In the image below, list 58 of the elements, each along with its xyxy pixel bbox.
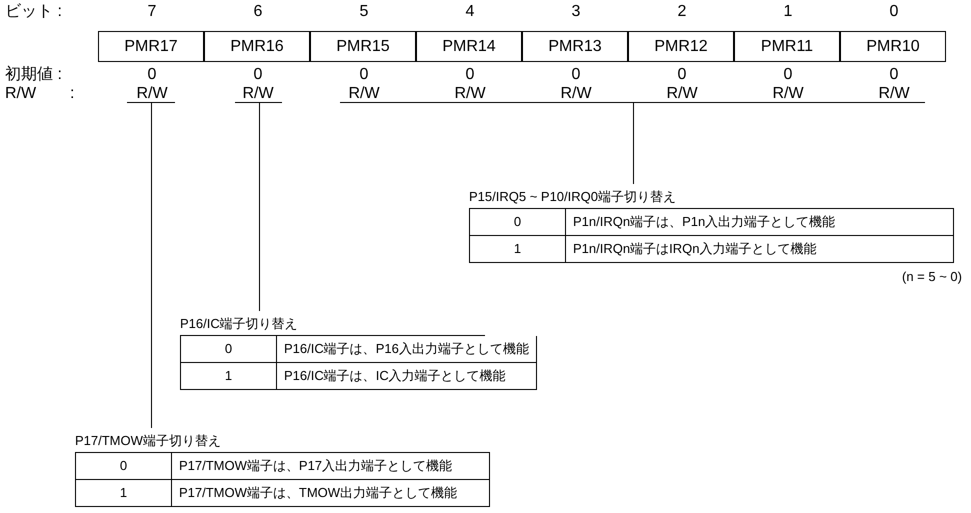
access-label: R/W (348, 85, 380, 103)
underline-bar (340, 102, 925, 103)
table-cell: 1 (76, 480, 172, 507)
access-label: R/W (878, 85, 910, 103)
bit-number: 0 (890, 3, 898, 21)
register-cell: PMR11 (734, 31, 840, 62)
row-label: 初期値 : (5, 66, 62, 84)
table-cell: P17/TMOW端子は、TMOW出力端子として機能 (172, 480, 490, 507)
table-cell: P1n/IRQn端子はIRQn入力端子として機能 (566, 236, 954, 263)
bit-number: 2 (678, 3, 686, 21)
bit-number: 7 (148, 3, 156, 21)
bit-number: 5 (360, 3, 368, 21)
row-label: : (70, 85, 74, 103)
bit-value: 0 (678, 66, 686, 84)
access-label: R/W (136, 85, 168, 103)
underline-bar (127, 102, 175, 103)
access-label: R/W (560, 85, 592, 103)
bit-value: 0 (254, 66, 262, 84)
bit-value: 0 (466, 66, 474, 84)
table-cell: 0 (76, 453, 172, 480)
register-cell: PMR14 (416, 31, 522, 62)
bit-value: 0 (360, 66, 368, 84)
bit-value: 0 (148, 66, 156, 84)
table-cell: P1n/IRQn端子は、P1n入出力端子として機能 (566, 209, 954, 236)
row-label: R/W (5, 85, 36, 103)
row-label: ビット : (5, 3, 62, 21)
table-cell: 0 (181, 336, 277, 363)
note: (n = 5 ~ 0) (902, 269, 962, 284)
access-label: R/W (454, 85, 486, 103)
leader-line (633, 102, 634, 184)
access-label: R/W (772, 85, 804, 103)
register-cell: PMR16 (204, 31, 310, 62)
underline-bar (235, 102, 282, 103)
table-cell: P17/TMOW端子は、P17入出力端子として機能 (172, 453, 490, 480)
bit-number: 3 (572, 3, 580, 21)
bit-value: 0 (784, 66, 792, 84)
access-label: R/W (242, 85, 274, 103)
table-cell: P16/IC端子は、P16入出力端子として機能 (277, 336, 537, 363)
table-cell: 1 (181, 363, 277, 390)
register-cell: PMR17 (98, 31, 204, 62)
bit-value: 0 (572, 66, 580, 84)
table-cell: 1 (470, 236, 566, 263)
table-cell: P16/IC端子は、IC入力端子として機能 (277, 363, 537, 390)
leader-line (151, 102, 152, 428)
register-cell: PMR10 (840, 31, 946, 62)
leader-line (259, 102, 260, 312)
table-cell: 0 (470, 209, 566, 236)
bit-value: 0 (890, 66, 898, 84)
register-cell: PMR15 (310, 31, 416, 62)
table-heading: P17/TMOW端子切り替え (75, 432, 222, 449)
bit-number: 4 (466, 3, 474, 21)
access-label: R/W (666, 85, 698, 103)
register-cell: PMR12 (628, 31, 734, 62)
table-heading: P16/IC端子切り替え (180, 315, 299, 332)
bit-number: 1 (784, 3, 792, 21)
table-heading: P15/IRQ5 ~ P10/IRQ0端子切り替え (469, 188, 677, 205)
bit-number: 6 (254, 3, 262, 21)
register-cell: PMR13 (522, 31, 628, 62)
